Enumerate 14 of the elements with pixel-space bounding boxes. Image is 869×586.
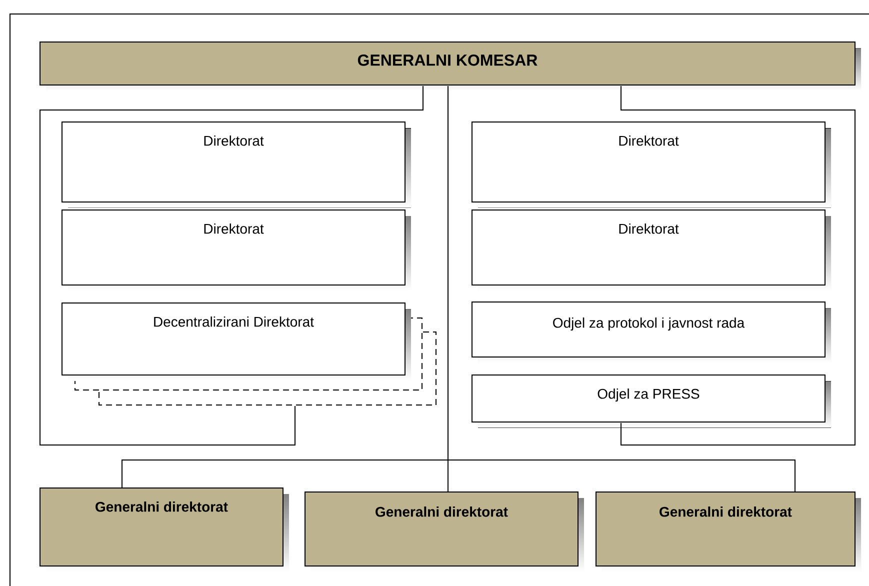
decentralized-directorate-stack: Decentralizirani Direktorat [62,302,436,406]
org-box: Direktorat [472,122,832,208]
connector-line [40,86,424,446]
org-box: Odjel za PRESS [472,374,832,428]
org-box: Direktorat [62,122,411,208]
org-box: Generalni direktorat [596,492,861,572]
org-box: Generalni direktorat [304,492,584,572]
connector-line [448,86,796,492]
org-box: Direktorat [472,210,832,291]
connector-line [620,86,856,446]
org-box: Generalni direktorat [40,488,289,572]
org-box: Direktorat [62,210,411,291]
org-box: Odjel za protokol i javnost rada [472,302,832,363]
org-box: GENERALNI KOMESAR [40,42,861,91]
